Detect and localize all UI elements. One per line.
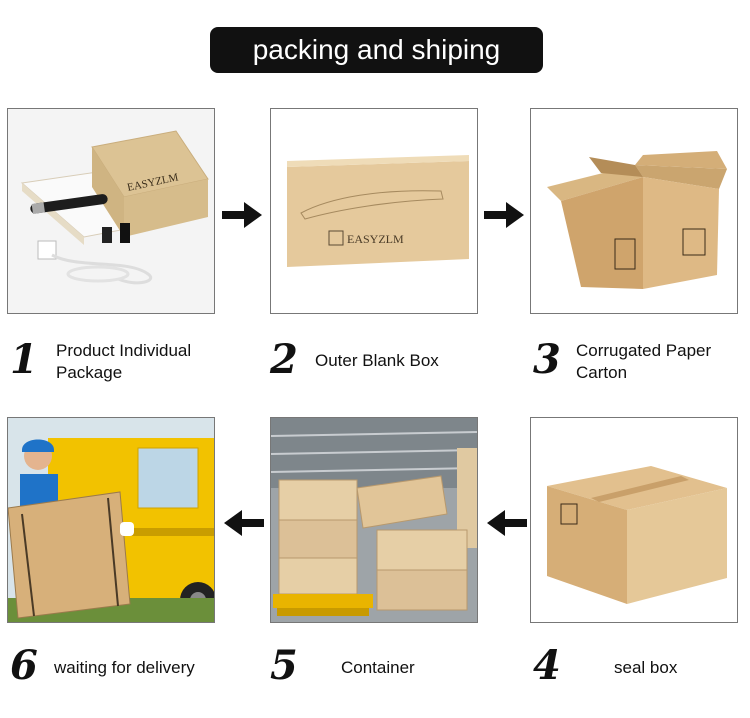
step-label-4: seal box xyxy=(614,658,678,677)
step-number-2: 2 xyxy=(270,336,298,383)
step-number-4: 4 xyxy=(533,642,561,689)
page-title: packing and shiping xyxy=(210,27,543,73)
step-number-6: 6 xyxy=(10,642,38,689)
step-label-3: Corrugated Paper Carton xyxy=(576,341,712,382)
step-label-5: Container xyxy=(341,658,415,677)
arrow-right-icon xyxy=(484,202,524,228)
corrugated-carton-image xyxy=(530,108,738,314)
step-number-5: 5 xyxy=(270,642,298,689)
arrow-right-icon xyxy=(222,202,262,228)
arrow-left-icon xyxy=(224,510,264,536)
sealed-box-image xyxy=(530,417,738,623)
step-label-6: waiting for delivery xyxy=(54,658,195,677)
outer-blank-box-image: EASYZLM xyxy=(270,108,478,314)
step-label-1: Product Individual Package xyxy=(56,341,192,382)
delivery-van-image xyxy=(7,417,215,623)
step-label-2: Outer Blank Box xyxy=(315,351,439,370)
arrow-left-icon xyxy=(487,510,527,536)
product-package-image: EASYZLM xyxy=(7,108,215,314)
container-warehouse-image xyxy=(270,417,478,623)
brand-logo-text-2: EASYZLM xyxy=(347,232,404,246)
step-number-1: 1 xyxy=(10,336,38,383)
step-number-3: 3 xyxy=(533,336,561,383)
